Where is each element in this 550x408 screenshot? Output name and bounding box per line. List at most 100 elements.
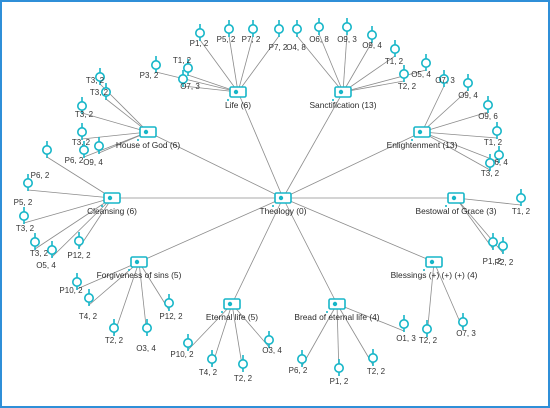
leaf-node[interactable]: P7, 2 bbox=[269, 20, 288, 52]
leaf-node[interactable]: P1, 2 bbox=[330, 359, 349, 386]
leaf-node[interactable]: O3, 4 bbox=[136, 319, 156, 353]
leaf-label: O7, 3 bbox=[435, 76, 455, 85]
pin-icon bbox=[482, 96, 493, 113]
hub-node-bread[interactable]: Bread of eternal life (4) bbox=[294, 298, 380, 322]
leaf-node[interactable]: O7, 3 bbox=[456, 313, 476, 338]
pin-icon bbox=[313, 18, 324, 35]
leaf-node[interactable]: P6, 2 bbox=[289, 350, 308, 375]
leaf-node[interactable]: P1, 2 bbox=[483, 233, 502, 266]
hub-node-bestowal[interactable]: Bestowal of Grace (3) bbox=[416, 192, 497, 216]
leaf-node[interactable]: O9, 4 bbox=[458, 74, 478, 100]
leaf-node[interactable]: T4, 2 bbox=[199, 350, 218, 377]
leaf-node[interactable]: T3, 2 bbox=[75, 97, 94, 119]
leaf-node[interactable]: T1, 2 bbox=[385, 40, 404, 66]
hub-node-sanctification[interactable]: Sanctification (13) bbox=[309, 86, 377, 110]
leaf-node[interactable]: P12, 2 bbox=[67, 232, 91, 260]
hub-node-eternal[interactable]: Eternal life (5) bbox=[206, 298, 258, 322]
leaf-node[interactable]: O9, 4 bbox=[362, 26, 382, 50]
leaf-label: P12, 2 bbox=[67, 251, 91, 260]
leaf-label: T3, 2 bbox=[75, 110, 94, 119]
leaf-node[interactable]: P10, 2 bbox=[59, 273, 83, 295]
leaf-node[interactable]: T1, 2 bbox=[484, 122, 503, 147]
edge-house-leaf bbox=[81, 112, 149, 133]
leaf-node[interactable]: O1, 3 bbox=[396, 315, 416, 343]
hub-label: Bread of eternal life (4) bbox=[294, 312, 379, 322]
edge-blessings-leaf bbox=[426, 261, 435, 337]
leaf-node[interactable]: O9, 4 bbox=[83, 137, 105, 167]
leaf-node[interactable]: O9, 6 bbox=[478, 96, 498, 121]
hub-icon bbox=[332, 86, 352, 101]
leaf-label: P3, 2 bbox=[140, 71, 159, 80]
leaf-label: P6, 2 bbox=[65, 156, 84, 165]
leaf-node[interactable]: P3, 2 bbox=[140, 56, 162, 80]
pin-icon bbox=[41, 141, 52, 158]
leaf-node[interactable]: T3, 2 bbox=[16, 207, 35, 233]
leaf-node[interactable]: O5, 4 bbox=[36, 241, 57, 270]
pin-icon bbox=[95, 68, 106, 85]
leaf-node[interactable]: T3, 2 bbox=[30, 233, 49, 258]
leaf-label: T2, 2 bbox=[419, 336, 438, 345]
hub-node-forgiveness[interactable]: Forgiveness of sins (5) bbox=[97, 256, 182, 280]
leaf-node[interactable]: P6, 2 bbox=[31, 141, 52, 180]
pin-icon bbox=[183, 334, 194, 351]
hub-node-life[interactable]: Life (6) bbox=[225, 86, 251, 110]
leaf-node[interactable]: P5, 2 bbox=[217, 20, 236, 44]
leaf-node[interactable]: T3, 2 bbox=[481, 154, 500, 178]
pin-icon bbox=[421, 320, 432, 337]
edge-theology-life bbox=[237, 91, 284, 199]
leaf-node[interactable]: T2, 2 bbox=[367, 349, 386, 376]
leaf-label: O6, 4 bbox=[488, 158, 508, 167]
edge-life-leaf bbox=[199, 39, 239, 93]
edge-theology-blessings bbox=[282, 197, 435, 263]
node-layer: Theology (0) Life (6) Sanctification (13) E… bbox=[14, 18, 531, 386]
leaf-node[interactable]: O5, 4 bbox=[411, 54, 431, 79]
pin-icon bbox=[333, 359, 344, 376]
leaf-label: T3, 2 bbox=[90, 88, 109, 97]
leaf-node[interactable]: O7, 3 bbox=[435, 70, 455, 87]
hub-label: Forgiveness of sins (5) bbox=[97, 270, 182, 280]
leaf-node[interactable]: T4, 2 bbox=[79, 289, 98, 321]
leaf-node[interactable]: T2, 2 bbox=[398, 65, 417, 91]
leaf-node[interactable]: P1, 2 bbox=[190, 24, 209, 48]
leaf-node[interactable]: T2, 2 bbox=[105, 319, 124, 345]
leaf-node[interactable]: P7, 2 bbox=[242, 20, 261, 44]
edge-eternal-leaf bbox=[231, 303, 270, 348]
leaf-node[interactable]: P6, 2 bbox=[65, 141, 90, 165]
leaf-node[interactable]: T3, 2 bbox=[86, 68, 106, 85]
leaf-node[interactable]: T3, 2 bbox=[72, 123, 91, 147]
pin-icon bbox=[77, 123, 88, 140]
leaf-node[interactable]: O4, 8 bbox=[286, 20, 306, 52]
leaf-node[interactable]: T3, 2 bbox=[90, 83, 112, 100]
leaf-node[interactable]: O9, 3 bbox=[337, 18, 357, 44]
leaf-node[interactable]: T2, 2 bbox=[419, 320, 438, 345]
pin-icon bbox=[515, 189, 526, 206]
leaf-label: T4, 2 bbox=[199, 368, 218, 377]
hub-node-blessings[interactable]: Blessings (+) (+) (+) (4) bbox=[391, 256, 478, 280]
pin-icon bbox=[398, 315, 409, 332]
edge-cleansing-leaf bbox=[27, 189, 113, 199]
leaf-label: O7, 3 bbox=[456, 329, 476, 338]
hub-label: House of God (6) bbox=[116, 140, 180, 150]
leaf-node[interactable]: O6, 4 bbox=[488, 146, 508, 167]
leaf-node[interactable]: O7, 3 bbox=[178, 70, 201, 91]
leaf-node[interactable]: O3, 4 bbox=[262, 331, 282, 355]
leaf-node[interactable]: T1, 2 bbox=[512, 189, 531, 216]
hub-node-enlightenment[interactable]: Enlightenment (13) bbox=[387, 126, 458, 150]
leaf-node[interactable]: P12, 2 bbox=[159, 294, 183, 321]
leaf-label: P7, 2 bbox=[242, 35, 261, 44]
leaf-label: P6, 2 bbox=[289, 366, 308, 375]
hub-node-house[interactable]: House of God (6) bbox=[116, 126, 180, 150]
leaf-label: P1, 2 bbox=[190, 39, 209, 48]
leaf-node[interactable]: P10, 2 bbox=[170, 334, 194, 359]
leaf-node[interactable]: P2, 2 bbox=[495, 237, 514, 267]
hub-icon bbox=[221, 298, 241, 313]
leaf-node[interactable]: T1, 2 bbox=[173, 56, 194, 76]
leaf-node[interactable]: P5, 2 bbox=[14, 174, 33, 207]
pin-icon bbox=[164, 294, 175, 311]
leaf-node[interactable]: T2, 2 bbox=[234, 355, 253, 383]
edge-sanctification-leaf bbox=[342, 69, 427, 93]
leaf-node[interactable]: O6, 8 bbox=[309, 18, 329, 44]
hub-node-theology[interactable]: Theology (0) bbox=[259, 192, 307, 216]
hub-node-cleansing[interactable]: Cleansing (6) bbox=[87, 192, 137, 216]
